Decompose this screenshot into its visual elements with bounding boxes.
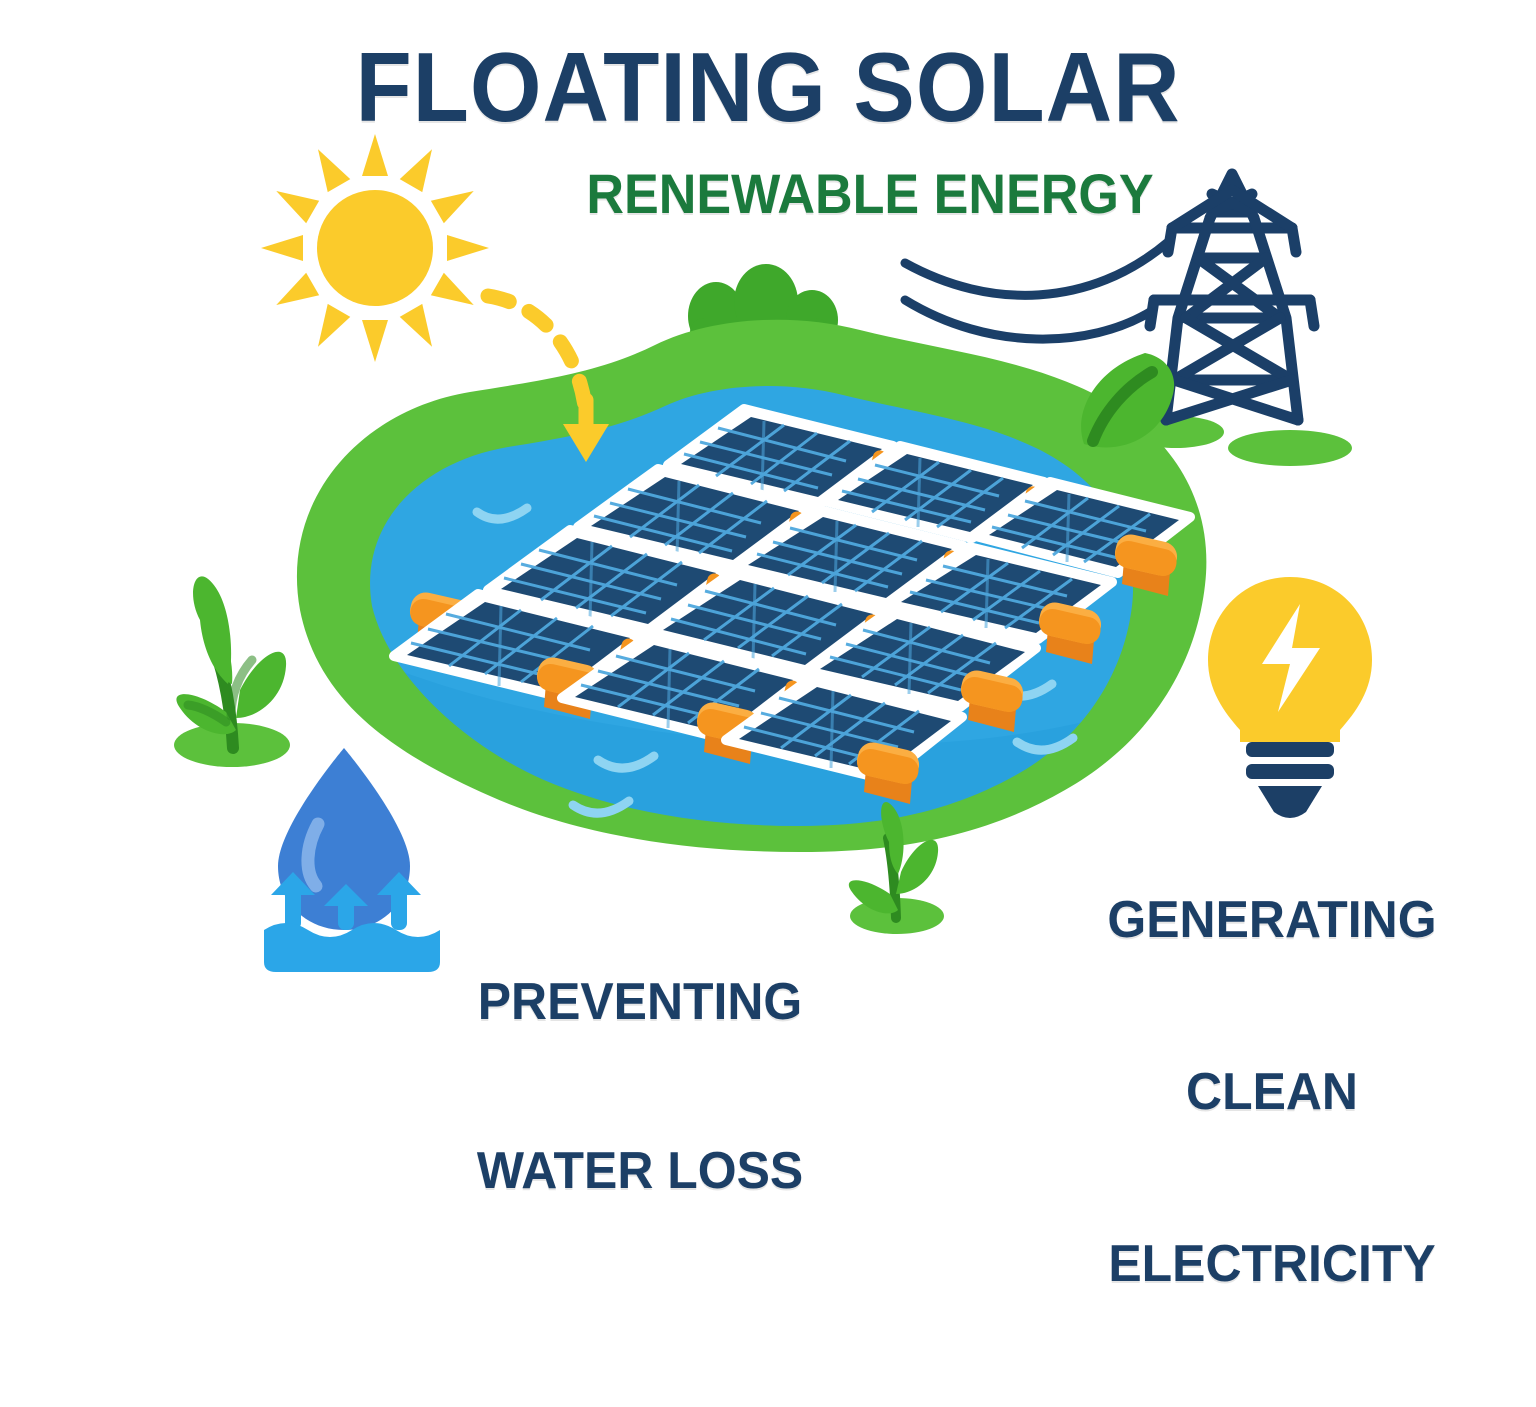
power-lines: [900, 237, 1173, 344]
sprout-icon: [848, 802, 944, 934]
label-elec-line3: ELECTRICITY: [1108, 1234, 1436, 1293]
water-drop-icon: [278, 748, 410, 930]
infographic-canvas: FLOATING SOLAR RENEWABLE ENERGY PREVENTI…: [174, 0, 1437, 1292]
water-waves: [472, 503, 1078, 818]
solar-panel[interactable]: [573, 464, 815, 571]
float: [1114, 534, 1178, 596]
wavy-water-icon: [264, 923, 440, 972]
solar-panel[interactable]: [721, 674, 967, 784]
light-bulb-icon: [1208, 577, 1372, 818]
label-elec-line1: GENERATING: [1107, 891, 1437, 950]
float: [856, 742, 920, 804]
label-generating-clean-electricity: GENERATING CLEAN ELECTRICITY: [1070, 778, 1473, 1407]
label-water-line2: WATER LOSS: [476, 1141, 804, 1200]
scene-illustration: [174, 0, 1424, 972]
solar-panel[interactable]: [483, 525, 732, 635]
sun-icon: [261, 134, 489, 362]
float: [1038, 602, 1102, 664]
lightning-bolt-icon: [1262, 604, 1320, 712]
float: [960, 670, 1024, 732]
label-preventing-water-loss: PREVENTING WATER LOSS: [438, 862, 841, 1311]
subtitle: RENEWABLE ENERGY: [586, 162, 1154, 225]
solar-array[interactable]: [389, 0, 1424, 804]
panel-row-4[interactable]: [389, 589, 967, 804]
transmission-tower-icon: [1144, 168, 1320, 426]
panel-row-3[interactable]: [483, 525, 1041, 732]
panel-row-1[interactable]: [663, 404, 1195, 596]
dashed-curved-arrow-icon: [480, 288, 609, 462]
panel-row-2[interactable]: [573, 464, 1117, 664]
page-title: FLOATING SOLAR: [355, 32, 1181, 142]
evaporation-arrows: [271, 872, 421, 930]
solar-panel[interactable]: [663, 404, 898, 508]
leaf-icon: [1081, 353, 1175, 448]
label-elec-line2: CLEAN: [1186, 1062, 1358, 1121]
label-water-line1: PREVENTING: [477, 973, 803, 1032]
sprout-icon: [174, 576, 290, 767]
